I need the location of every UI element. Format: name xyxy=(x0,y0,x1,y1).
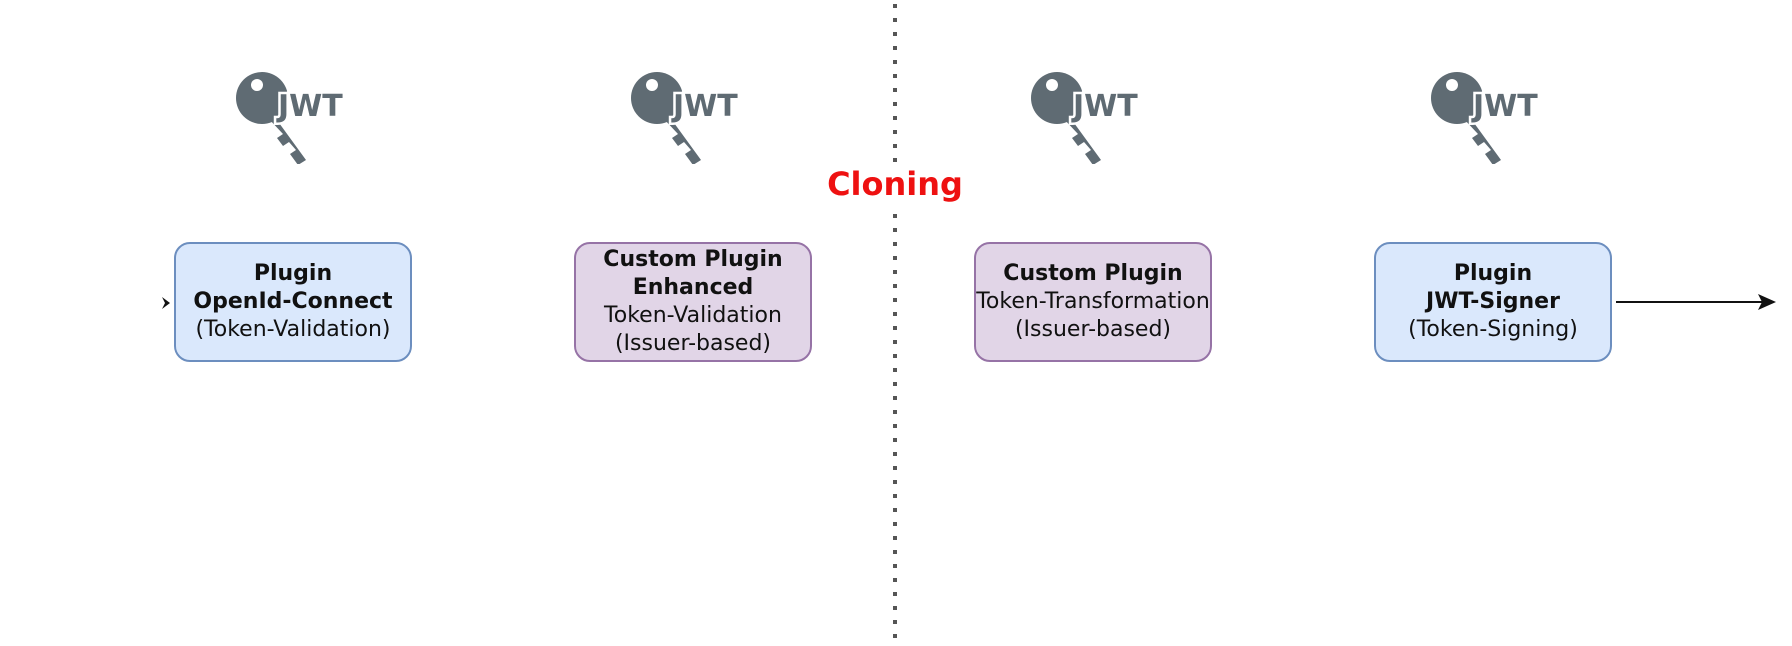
custom-plugin-token-transformation-box: Custom Plugin Token-Transformation (Issu… xyxy=(974,242,1212,362)
svg-text:JWT: JWT xyxy=(671,89,738,124)
plugin-role: (Token-Validation) xyxy=(195,317,391,342)
plugin-name: OpenId-Connect xyxy=(193,289,393,314)
svg-text:JWT: JWT xyxy=(1071,89,1138,124)
plugin-qualifier: (Issuer-based) xyxy=(1014,317,1172,342)
plugin-openid-connect-box: Plugin OpenId-Connect (Token-Validation) xyxy=(174,242,412,362)
incoming-arrowhead xyxy=(162,297,170,309)
jwt-key-icon: JWT xyxy=(236,68,346,164)
plugin-role: (Token-Signing) xyxy=(1408,317,1578,342)
plugin-name: JWT-Signer xyxy=(1426,289,1560,314)
jwt-key-icon: JWT xyxy=(631,68,741,164)
outgoing-arrowhead xyxy=(1758,294,1776,310)
jwt-key-icon: JWT xyxy=(1031,68,1141,164)
svg-text:JWT: JWT xyxy=(1471,89,1538,124)
plugin-jwt-signer-box: Plugin JWT-Signer (Token-Signing) xyxy=(1374,242,1612,362)
plugin-role: Token-Transformation xyxy=(976,289,1210,314)
plugin-title: Custom Plugin xyxy=(603,247,783,272)
plugin-qualifier: (Issuer-based) xyxy=(614,331,772,356)
plugin-title: Custom Plugin xyxy=(1003,261,1183,286)
plugin-role: Token-Validation xyxy=(604,303,782,328)
plugin-title: Plugin xyxy=(253,261,333,286)
plugin-title: Plugin xyxy=(1453,261,1533,286)
plugin-name: Enhanced xyxy=(632,275,754,300)
svg-text:JWT: JWT xyxy=(276,89,343,124)
custom-plugin-enhanced-validation-box: Custom Plugin Enhanced Token-Validation … xyxy=(574,242,812,362)
cloning-label: Cloning xyxy=(800,164,990,204)
jwt-key-icon: JWT xyxy=(1431,68,1541,164)
